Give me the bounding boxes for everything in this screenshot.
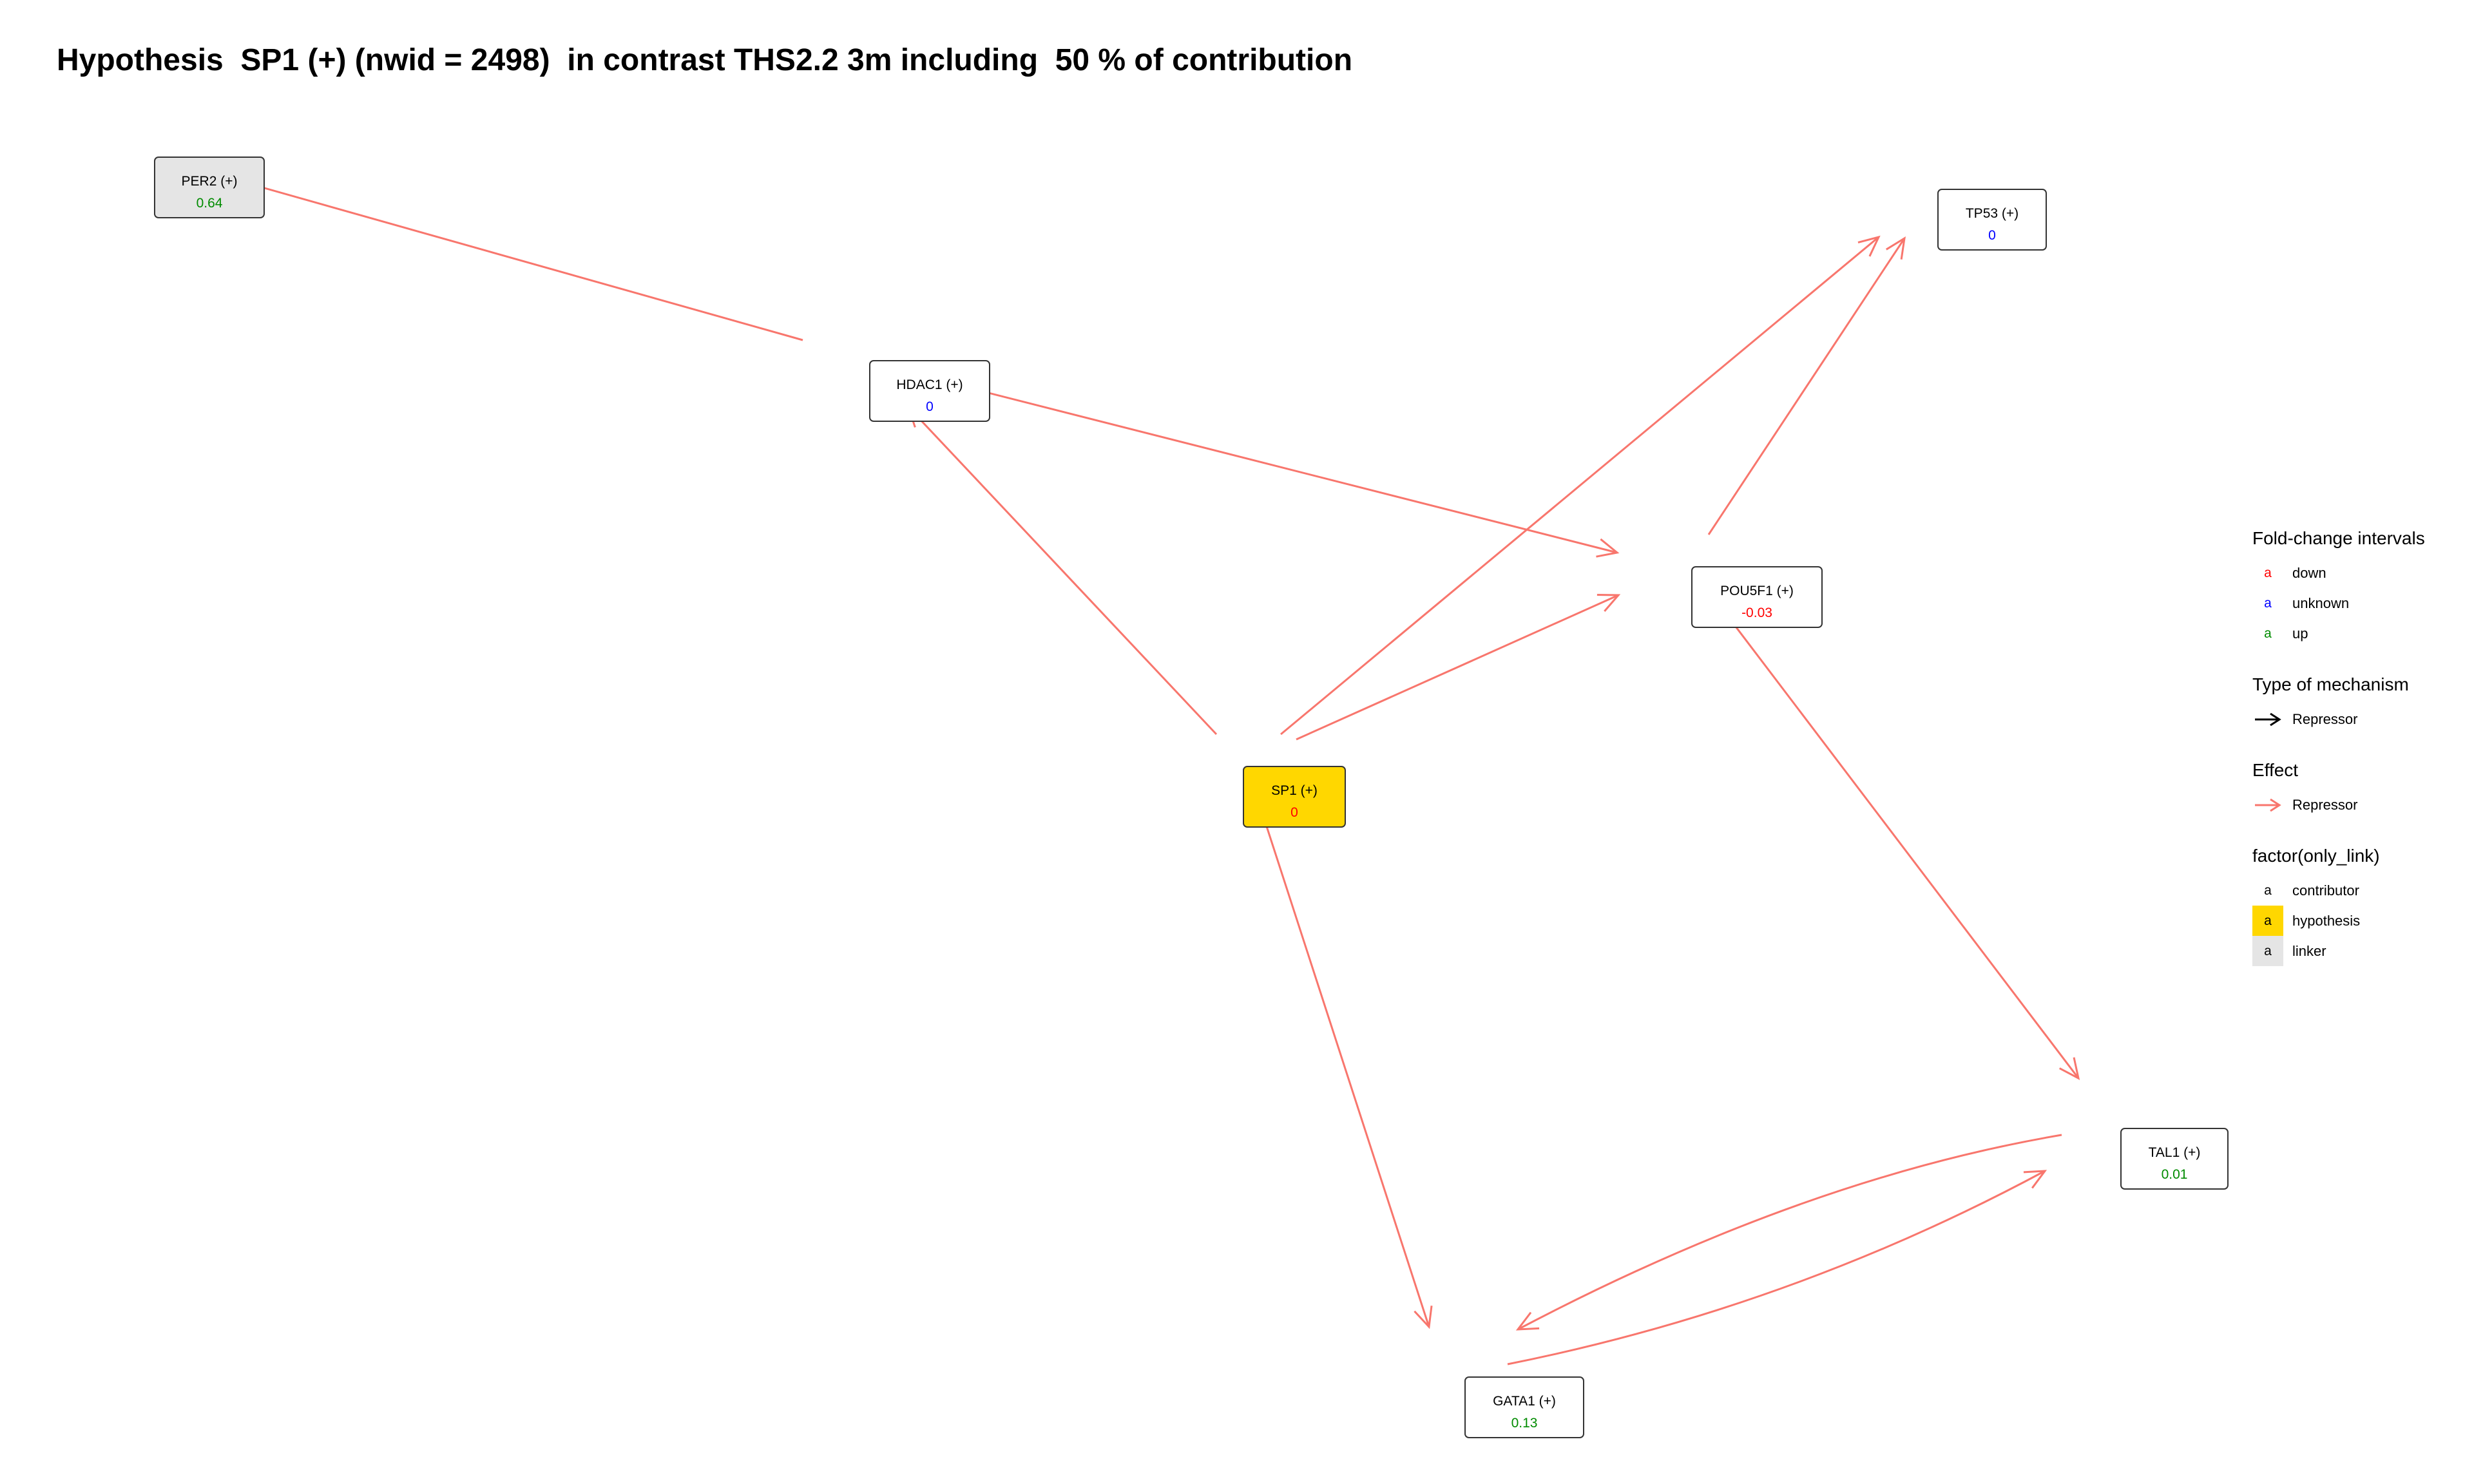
legend-fold-change-title: Fold-change intervals: [2252, 528, 2425, 548]
node-box: [869, 360, 990, 422]
node-pou5f1: POU5F1 (+) -0.03: [1691, 566, 1823, 628]
legend-only-link-title: factor(only_link): [2252, 846, 2380, 866]
legend-key-unknown: a: [2264, 595, 2272, 611]
diagram-title: Hypothesis SP1 (+) (nwid = 2498) in cont…: [57, 43, 1353, 77]
node-box: [1243, 766, 1346, 828]
legend-item-mechanism-repressor: Repressor: [2252, 704, 2471, 734]
arrowhead-pou5f1-to-tal1: [2059, 1057, 2080, 1080]
node-label: POU5F1 (+): [1720, 584, 1794, 598]
legend-label-down: down: [2292, 564, 2326, 581]
legend-mechanism: Type of mechanism Repressor: [2252, 674, 2471, 734]
legend-item-up: a up: [2252, 618, 2471, 649]
node-gata1: GATA1 (+) 0.13: [1464, 1376, 1584, 1438]
edge-pou5f1-to-tal1: [1712, 597, 2080, 1079]
node-value: 0: [1290, 805, 1298, 820]
node-label: GATA1 (+): [1493, 1394, 1556, 1409]
legend-fold-change: Fold-change intervals a down a unknown a…: [2252, 528, 2471, 649]
legend-key-up: a: [2264, 625, 2272, 641]
legend-effect: Effect Repressor: [2252, 760, 2471, 820]
legend-mechanism-title: Type of mechanism: [2252, 674, 2409, 694]
edge-sp1-to-hdac1: [907, 406, 1218, 736]
node-value: 0.64: [197, 196, 223, 211]
node-box: [1937, 189, 2047, 251]
legend-label-linker: linker: [2292, 942, 2326, 959]
node-box: [154, 157, 265, 218]
node-box: [1691, 566, 1823, 628]
legend-effect-title: Effect: [2252, 760, 2299, 780]
legend-item-contributor: a contributor: [2252, 875, 2471, 906]
edge-hdac1-to-per2: [227, 176, 803, 341]
arrowhead-tal1-to-gata1: [1515, 1311, 1540, 1331]
node-label: TAL1 (+): [2149, 1145, 2201, 1160]
red-arrow-icon: [2252, 790, 2283, 820]
legend-key-linker: a: [2252, 936, 2283, 966]
legend-label-effect-repressor: Repressor: [2292, 796, 2358, 813]
arrowhead-hdac1-to-pou5f1: [1596, 538, 1620, 558]
node-value: 0: [926, 399, 934, 414]
edge-tal1-to-gata1: [1517, 1134, 2062, 1331]
arrowhead-sp1-to-tp53: [1857, 235, 1881, 257]
edge-sp1-to-gata1: [1256, 798, 1430, 1327]
node-label: HDAC1 (+): [896, 377, 963, 392]
node-value: 0.01: [2162, 1167, 2188, 1182]
node-value: 0.13: [1511, 1416, 1538, 1431]
legend-item-linker: a linker: [2252, 936, 2471, 966]
node-label: TP53 (+): [1966, 206, 2019, 221]
node-label: SP1 (+): [1271, 783, 1318, 798]
legend-only-link: factor(only_link) a contributor a hypoth…: [2252, 846, 2471, 966]
legend-item-hypothesis: a hypothesis: [2252, 906, 2471, 936]
arrowhead-gata1-to-tal1: [2023, 1170, 2047, 1189]
node-tal1: TAL1 (+) 0.01: [2120, 1128, 2229, 1190]
edge-hdac1-to-pou5f1: [922, 375, 1618, 554]
legend-key-contributor: a: [2252, 875, 2283, 906]
legend-item-unknown: a unknown: [2252, 588, 2471, 618]
legend-item-effect-repressor: Repressor: [2252, 790, 2471, 820]
edge-gata1-to-tal1: [1507, 1170, 2046, 1365]
node-box: [1464, 1376, 1584, 1438]
edge-sp1-to-tp53: [1280, 236, 1879, 736]
legend-label-hypothesis: hypothesis: [2292, 912, 2361, 929]
legend-label-unknown: unknown: [2292, 595, 2350, 611]
node-value: -0.03: [1741, 605, 1772, 620]
legend-key-hypothesis: a: [2252, 906, 2283, 936]
node-sp1: SP1 (+) 0: [1243, 766, 1346, 828]
arrowhead-pou5f1-to-tp53: [1885, 236, 1906, 260]
edges-layer: [225, 173, 2080, 1365]
node-value: 0: [1988, 228, 1996, 243]
node-tp53: TP53 (+) 0: [1937, 189, 2047, 251]
legend-key-down: a: [2264, 565, 2272, 580]
legend-label-contributor: contributor: [2292, 882, 2359, 899]
node-hdac1: HDAC1 (+) 0: [869, 360, 990, 422]
legend-label-up: up: [2292, 625, 2308, 642]
node-box: [2120, 1128, 2229, 1190]
arrowhead-sp1-to-pou5f1: [1597, 593, 1621, 613]
legend-label-mechanism-repressor: Repressor: [2292, 710, 2358, 727]
black-arrow-icon: [2252, 704, 2283, 734]
legend: Fold-change intervals a down a unknown a…: [2252, 528, 2471, 992]
arrowhead-sp1-to-gata1: [1414, 1305, 1433, 1329]
legend-item-down: a down: [2252, 558, 2471, 588]
node-per2: PER2 (+) 0.64: [154, 157, 265, 218]
node-label: PER2 (+): [182, 174, 238, 189]
edge-pou5f1-to-tp53: [1707, 238, 1906, 535]
edge-sp1-to-pou5f1: [1296, 594, 1619, 741]
